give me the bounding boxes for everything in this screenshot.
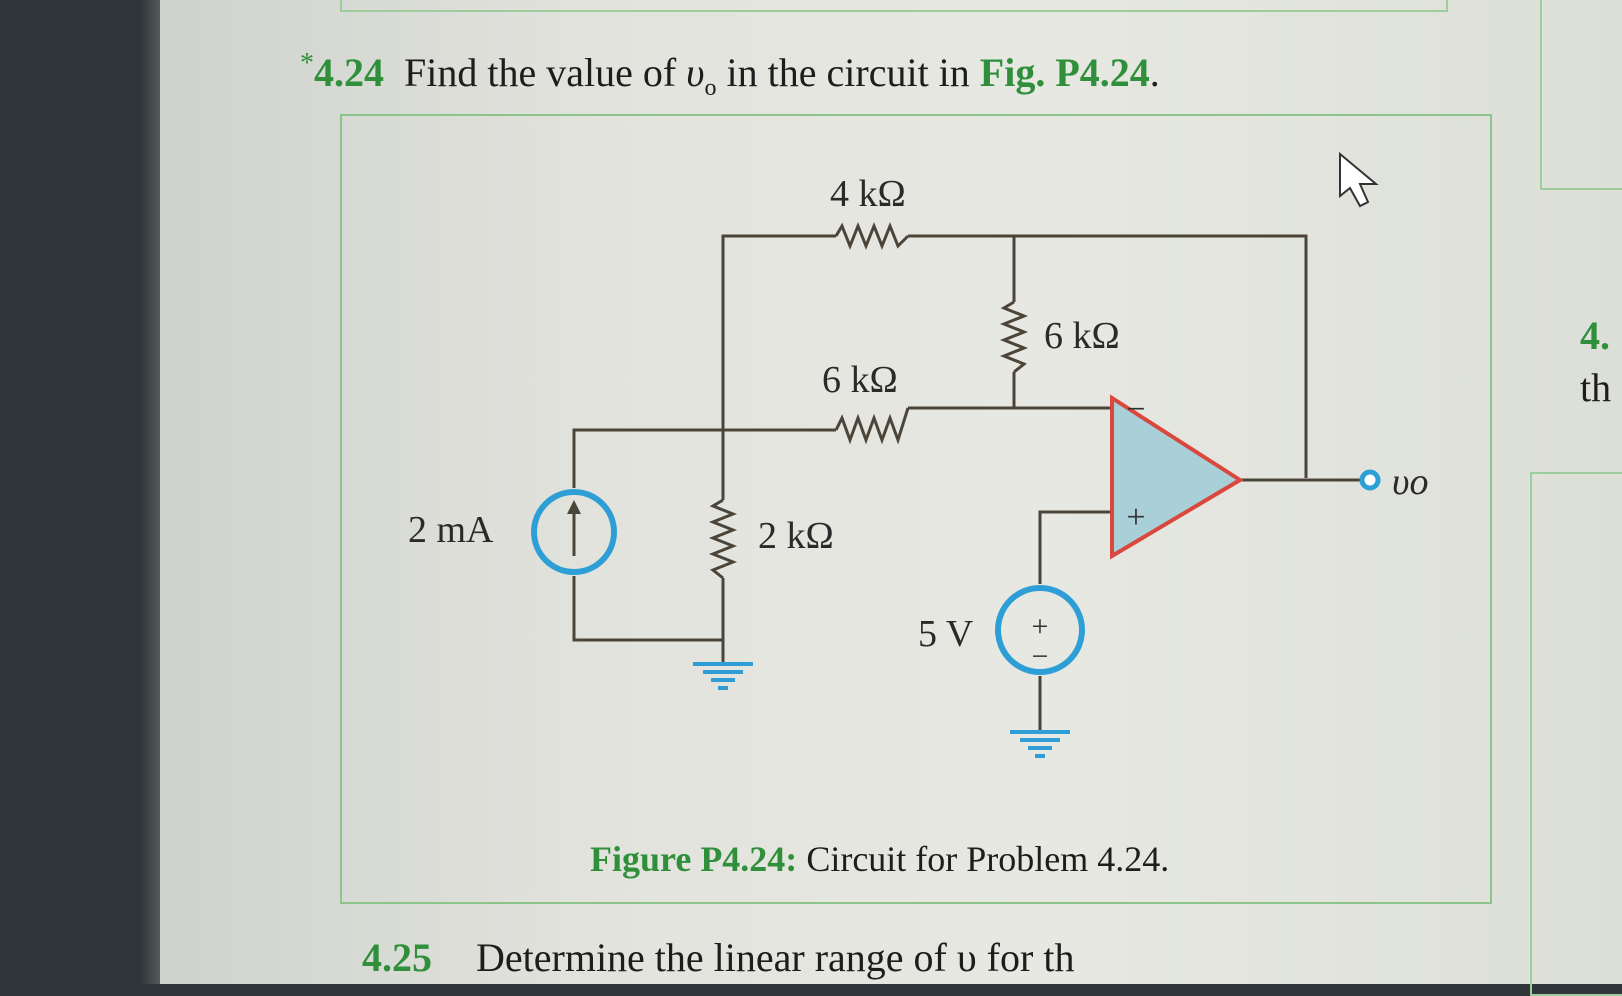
op-amp-minus-label: −: [1126, 391, 1145, 428]
output-terminal: [1359, 469, 1381, 491]
problem-text-1: Find the value of: [404, 50, 687, 95]
ground-left-icon: [693, 662, 753, 690]
wire-left-up: [721, 234, 836, 412]
side-problem-number-fragment: 4.: [1580, 313, 1610, 358]
problem-text-2: in the circuit in: [716, 50, 980, 95]
current-source: [531, 489, 617, 575]
wire-mid-left: [572, 428, 836, 488]
op-amp-plus-label: +: [1126, 499, 1145, 536]
problem-number: 4.24: [314, 50, 384, 95]
problem-variable-subscript: o: [704, 75, 717, 101]
next-problem-text: Determine the linear range of υ for th: [476, 935, 1075, 980]
vs-minus-sign: −: [1032, 640, 1049, 673]
voltage-source: + −: [995, 585, 1085, 675]
label-r-top: 4 kΩ: [830, 173, 906, 215]
resistor-4k-zigzag: [834, 221, 910, 251]
op-amp: − +: [1110, 391, 1244, 560]
figure-caption: Figure P4.24: Circuit for Problem 4.24.: [590, 838, 1169, 880]
mouse-cursor-icon: [1339, 151, 1379, 208]
resistor-6k-right-zigzag: [999, 300, 1029, 374]
op-amp-triangle: [1110, 394, 1244, 560]
wire-plus-input: [1038, 510, 1112, 584]
next-problem-number: 4.25: [362, 935, 432, 980]
figure-caption-text: Circuit for Problem 4.24.: [797, 839, 1170, 879]
starred-problem-marker: *: [300, 48, 314, 79]
side-panel-frame-top: [1540, 0, 1622, 190]
label-r-mid: 6 kΩ: [822, 359, 898, 401]
label-r-right: 6 kΩ: [1044, 315, 1120, 357]
problem-statement: *4.24 Find the value of υo in the circui…: [300, 48, 1160, 102]
figure-reference-link[interactable]: Fig. P4.24: [979, 50, 1150, 95]
side-text-fragment: th: [1580, 365, 1612, 410]
voltage-source-circle: [995, 585, 1085, 675]
ground-right-icon: [1010, 730, 1070, 758]
wire-source-bottom: [572, 576, 723, 642]
current-source-circle: [531, 489, 617, 575]
problem-text-end: .: [1149, 50, 1160, 95]
next-problem: 4.25 Determine the linear range of υ for …: [362, 934, 1074, 981]
top-frame-fragment: [340, 0, 1448, 12]
figure-frame: [340, 114, 1492, 904]
figure-caption-label: Figure P4.24:: [590, 839, 798, 879]
resistor-2k-zigzag: [708, 498, 738, 580]
label-output: υo: [1392, 461, 1428, 503]
wire-top: [908, 234, 1308, 478]
label-r-left: 2 kΩ: [758, 515, 834, 557]
problem-variable: υ: [686, 50, 705, 95]
page-screen: [160, 0, 1622, 984]
current-arrow-head-icon: [567, 500, 581, 514]
resistor-6k-mid-zigzag: [834, 407, 910, 445]
label-current-source: 2 mA: [408, 509, 494, 551]
vs-plus-sign: +: [1032, 610, 1049, 643]
label-voltage-source: 5 V: [918, 613, 974, 655]
wires: [572, 234, 1362, 730]
